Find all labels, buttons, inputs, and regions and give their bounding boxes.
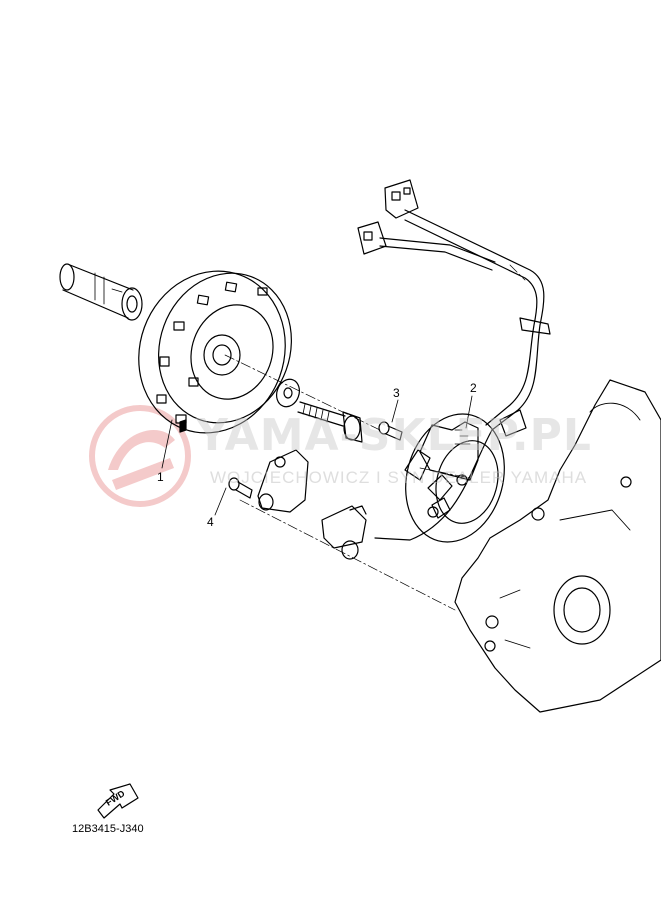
callout-1: 1 — [157, 470, 164, 484]
watermark-text: YAMA-SKLEP.PL — [196, 410, 592, 461]
fwd-arrow-icon — [97, 783, 139, 819]
connector-upper — [384, 179, 419, 219]
rotor-flywheel — [138, 270, 292, 434]
wire-clamp-plate — [257, 449, 309, 513]
wire-harness — [374, 209, 551, 541]
callout-3: 3 — [393, 386, 400, 400]
leader-lines — [161, 395, 473, 516]
clamp-screw — [228, 477, 253, 499]
stator-coil — [404, 413, 505, 543]
callout-2: 2 — [470, 381, 477, 395]
watermark-subtext: WOJCIECHOWICZ I SYN DEALER YAMAHA — [210, 468, 588, 487]
watermark-logo — [89, 405, 191, 507]
connector-lower — [357, 221, 387, 255]
rotor-bolt — [297, 401, 363, 443]
stator-screw — [378, 421, 403, 441]
diagram-code: 12B3415-J340 — [72, 823, 144, 835]
alignment-lines — [224, 264, 526, 611]
pickup-coil — [321, 505, 367, 560]
washer — [276, 378, 300, 408]
callout-4: 4 — [207, 515, 214, 529]
crankshaft-end — [59, 263, 143, 321]
crankcase — [454, 379, 661, 713]
